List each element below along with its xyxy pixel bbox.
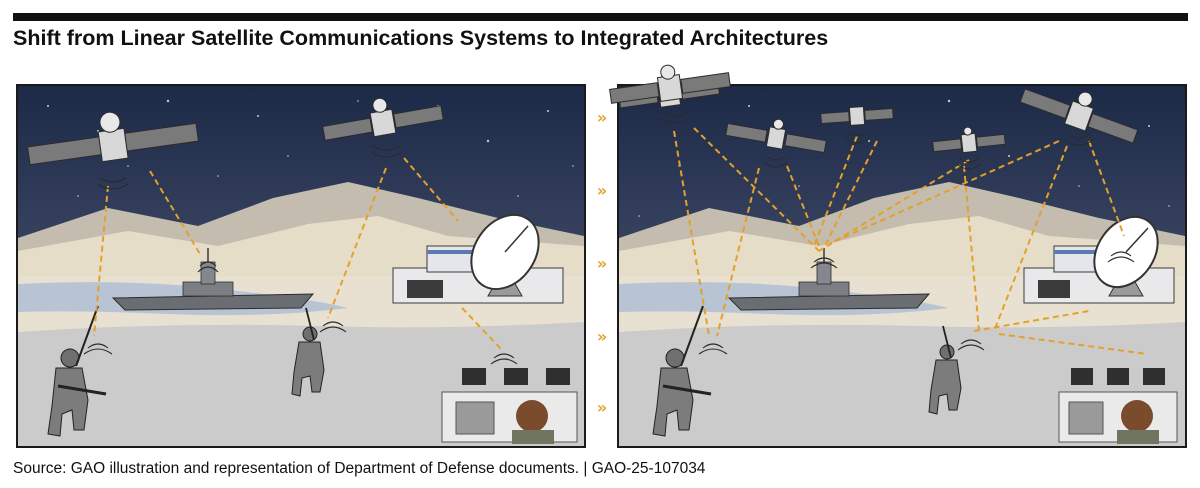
satellite-icon xyxy=(932,126,1006,154)
source-note: Source: GAO illustration and representat… xyxy=(13,460,706,477)
transition-chevron: » xyxy=(596,398,608,417)
transition-chevron: » xyxy=(596,181,608,200)
satellite-icon xyxy=(820,105,894,127)
operations-center-icon xyxy=(1058,368,1178,444)
signal-link xyxy=(93,157,503,351)
operations-center-icon xyxy=(441,368,578,444)
soldier-icon xyxy=(652,305,712,437)
ground-station-icon xyxy=(1023,215,1175,304)
figure-title: Shift from Linear Satellite Communicatio… xyxy=(13,26,829,50)
top-rule xyxy=(13,13,1188,21)
ground xyxy=(619,322,1185,446)
signal-waves-icon xyxy=(83,145,518,365)
ground-station-icon xyxy=(392,213,564,304)
satellite-icon xyxy=(725,118,827,154)
signal-waves-icon xyxy=(658,111,1135,355)
integrated-architecture-panel xyxy=(617,84,1187,448)
satellite-icon xyxy=(609,64,731,104)
signal-link xyxy=(673,127,1148,355)
transition-chevron: » xyxy=(596,108,608,127)
satellite-icon xyxy=(1019,88,1139,144)
linear-architecture-panel xyxy=(16,84,586,448)
soldier-icon xyxy=(47,305,107,437)
soldier-icon xyxy=(928,325,962,415)
ship-icon xyxy=(727,248,931,311)
transition-chevron: » xyxy=(596,254,608,273)
soldier-icon xyxy=(291,307,325,397)
transition-chevron: » xyxy=(596,327,608,346)
satellite-icon xyxy=(322,97,444,141)
linear-architecture-scene xyxy=(18,86,584,446)
satellite-icon xyxy=(27,111,199,166)
integrated-architecture-scene xyxy=(619,86,1185,446)
